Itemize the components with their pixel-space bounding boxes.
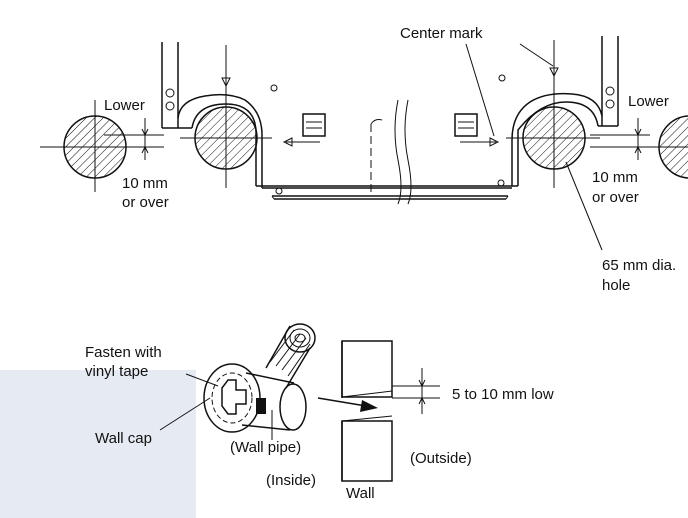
- slope-dimension: [392, 368, 440, 414]
- wall-label: Wall: [346, 485, 375, 502]
- center-mark-leaders: [465, 43, 554, 137]
- slope-label: 5 to 10 mm low: [452, 386, 554, 403]
- inside-label: (Inside): [266, 472, 316, 489]
- wall-pipe-label: (Wall pipe): [230, 439, 301, 456]
- gap-right-line1: 10 mm: [592, 169, 638, 186]
- wall-hole-right: [506, 40, 600, 188]
- wall-cap-label: Wall cap: [95, 430, 152, 447]
- background-panel: [0, 370, 196, 518]
- wall-cap: [203, 363, 261, 433]
- fasten-leader: [185, 373, 219, 387]
- dimension-right: [590, 118, 650, 160]
- center-mark-label: Center mark: [400, 25, 483, 42]
- gap-left-line1: 10 mm: [122, 175, 168, 192]
- wall-cap-leader: [159, 397, 211, 431]
- hole-size-leader: [565, 161, 603, 251]
- fasten-label-line1: Fasten with: [85, 344, 162, 361]
- gap-left-line2: or over: [122, 194, 169, 211]
- wall: [341, 340, 393, 482]
- lower-left-label: Lower: [104, 97, 145, 114]
- hole-size-line2: hole: [602, 277, 630, 294]
- vinyl-tape-roll: [265, 323, 316, 389]
- lower-right-label: Lower: [628, 93, 669, 110]
- gap-right-line2: or over: [592, 189, 639, 206]
- center-mark-triangle-right: [549, 67, 559, 78]
- insert-direction-arrow: [317, 397, 378, 412]
- wall-pipe: [241, 372, 307, 431]
- hole-size-line1: 65 mm dia.: [602, 257, 676, 274]
- outside-label: (Outside): [410, 450, 472, 467]
- fasten-label-line2: vinyl tape: [85, 363, 148, 380]
- dimension-left: [104, 118, 164, 160]
